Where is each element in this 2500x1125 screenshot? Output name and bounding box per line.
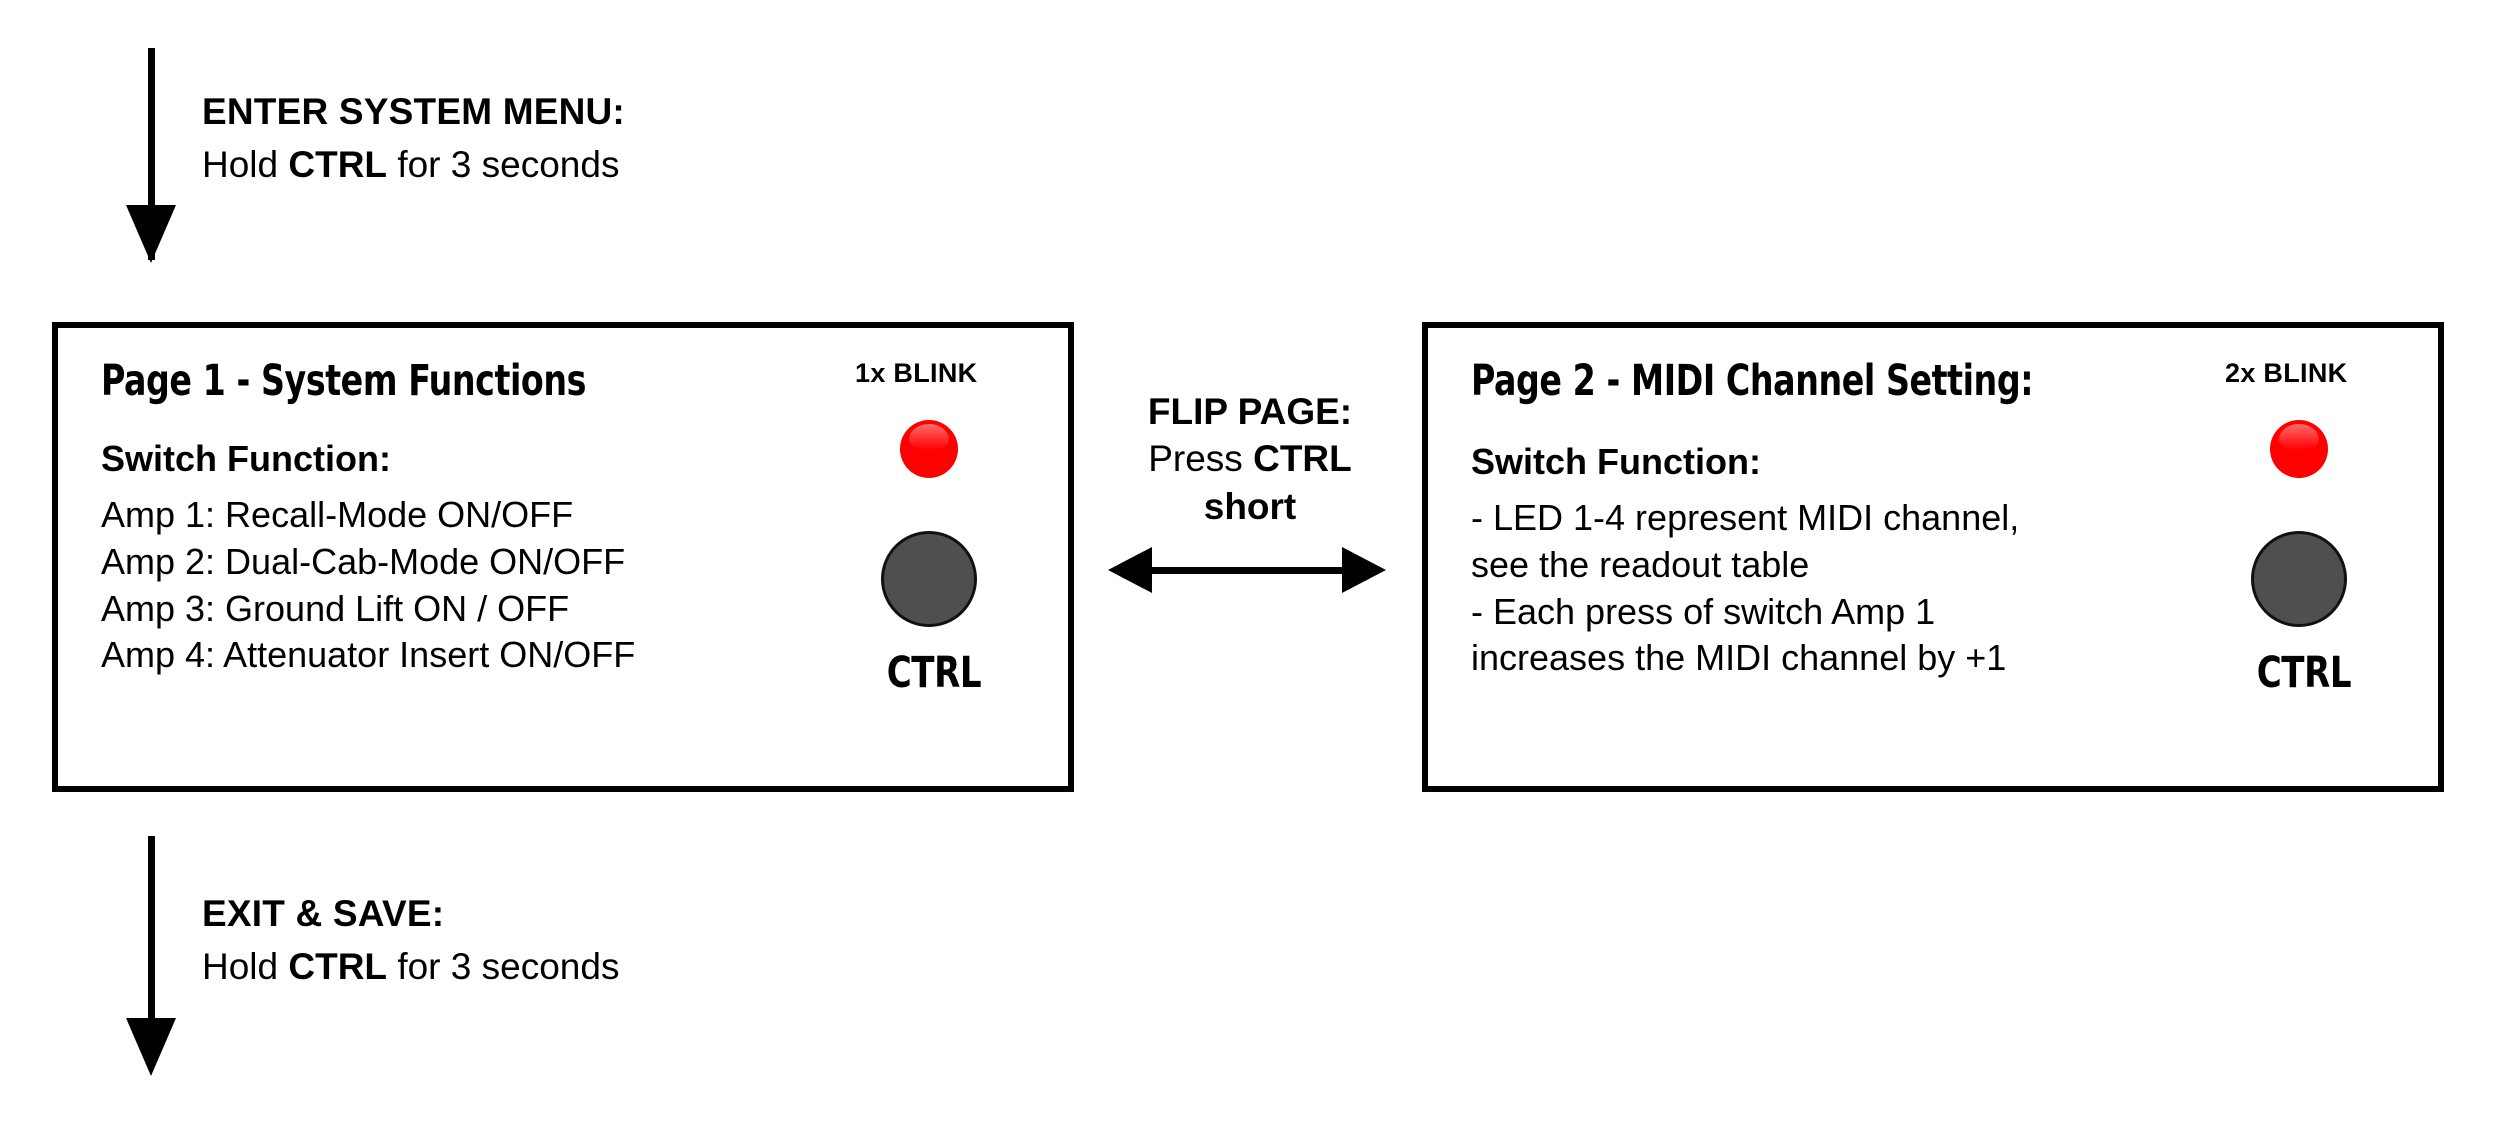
exit-note-sub-key: CTRL (288, 946, 388, 988)
enter-note-sub-key: CTRL (288, 144, 388, 186)
arrow-shaft (1146, 567, 1348, 574)
page2-function-line: - Each press of switch Amp 1 (1471, 590, 1936, 632)
page2-ctrl-label: CTRL (2256, 648, 2352, 698)
arrow-head-left-icon (1108, 547, 1152, 593)
exit-note-sub-suffix: for 3 seconds (387, 946, 620, 988)
exit-note-title: EXIT & SAVE: (202, 893, 445, 934)
flip-page-title: FLIP PAGE: (1147, 391, 1353, 432)
page1-title: Page 1 - System Functions (101, 356, 586, 406)
enter-note-sub-suffix: for 3 seconds (387, 144, 620, 186)
page2-function-line: see the readout table (1471, 543, 1810, 585)
page2-subtitle: Switch Function: (1471, 441, 1761, 482)
flip-page-double-arrow-icon (1108, 545, 1386, 595)
page1-subtitle: Switch Function: (101, 438, 391, 479)
enter-system-menu-note: ENTER SYSTEM MENU: Hold CTRL for 3 secon… (202, 88, 625, 189)
flip-page-note: FLIP PAGE: Press CTRL short (1100, 388, 1400, 530)
page2-panel: Page 2 - MIDI Channel Setting: Switch Fu… (1422, 322, 2444, 792)
enter-arrow-shaft (148, 48, 155, 260)
arrow-head-right-icon (1342, 547, 1386, 593)
page1-function-line: Amp 4: Attenuator Insert ON/OFF (101, 634, 636, 676)
flip-page-action: Press CTRL (1100, 435, 1400, 482)
page2-ctrl-knob[interactable] (2251, 531, 2347, 627)
enter-arrow-head-icon (126, 205, 176, 263)
page2-led-indicator (2270, 420, 2328, 478)
flip-page-action-modifier: short (1203, 485, 1297, 527)
page2-function-line: - LED 1-4 represent MIDI channel, (1471, 497, 2020, 538)
page1-blink-label: 1x BLINK (855, 358, 978, 388)
enter-note-title: ENTER SYSTEM MENU: (202, 91, 625, 132)
page1-function-list: Amp 1: Recall-Mode ON/OFF Amp 2: Dual-Ca… (101, 492, 635, 679)
page1-function-line: Amp 1: Recall-Mode ON/OFF (101, 494, 574, 535)
exit-arrow-head-icon (126, 1018, 176, 1076)
page2-function-list: - LED 1-4 represent MIDI channel, see th… (1471, 495, 2019, 682)
exit-note-sub-prefix: Hold (202, 946, 289, 988)
page2-title: Page 2 - MIDI Channel Setting: (1471, 356, 2034, 406)
page2-blink-label: 2x BLINK (2225, 358, 2348, 388)
exit-save-note: EXIT & SAVE: Hold CTRL for 3 seconds (202, 890, 619, 991)
page1-ctrl-label: CTRL (886, 648, 982, 698)
exit-arrow-shaft (148, 836, 155, 1044)
flip-page-action-prefix: Press (1148, 438, 1254, 480)
enter-note-sub: Hold CTRL for 3 seconds (202, 141, 625, 189)
page1-ctrl-knob[interactable] (881, 531, 977, 627)
page1-panel: Page 1 - System Functions Switch Functio… (52, 322, 1074, 792)
page1-led-indicator (900, 420, 958, 478)
exit-note-sub: Hold CTRL for 3 seconds (202, 943, 619, 991)
flip-page-action-key: CTRL (1253, 438, 1352, 480)
enter-note-sub-prefix: Hold (202, 144, 289, 186)
page2-function-line: increases the MIDI channel by +1 (1471, 637, 2007, 679)
page1-function-line: Amp 2: Dual-Cab-Mode ON/OFF (101, 540, 626, 582)
page1-function-line: Amp 3: Ground Lift ON / OFF (101, 587, 570, 629)
